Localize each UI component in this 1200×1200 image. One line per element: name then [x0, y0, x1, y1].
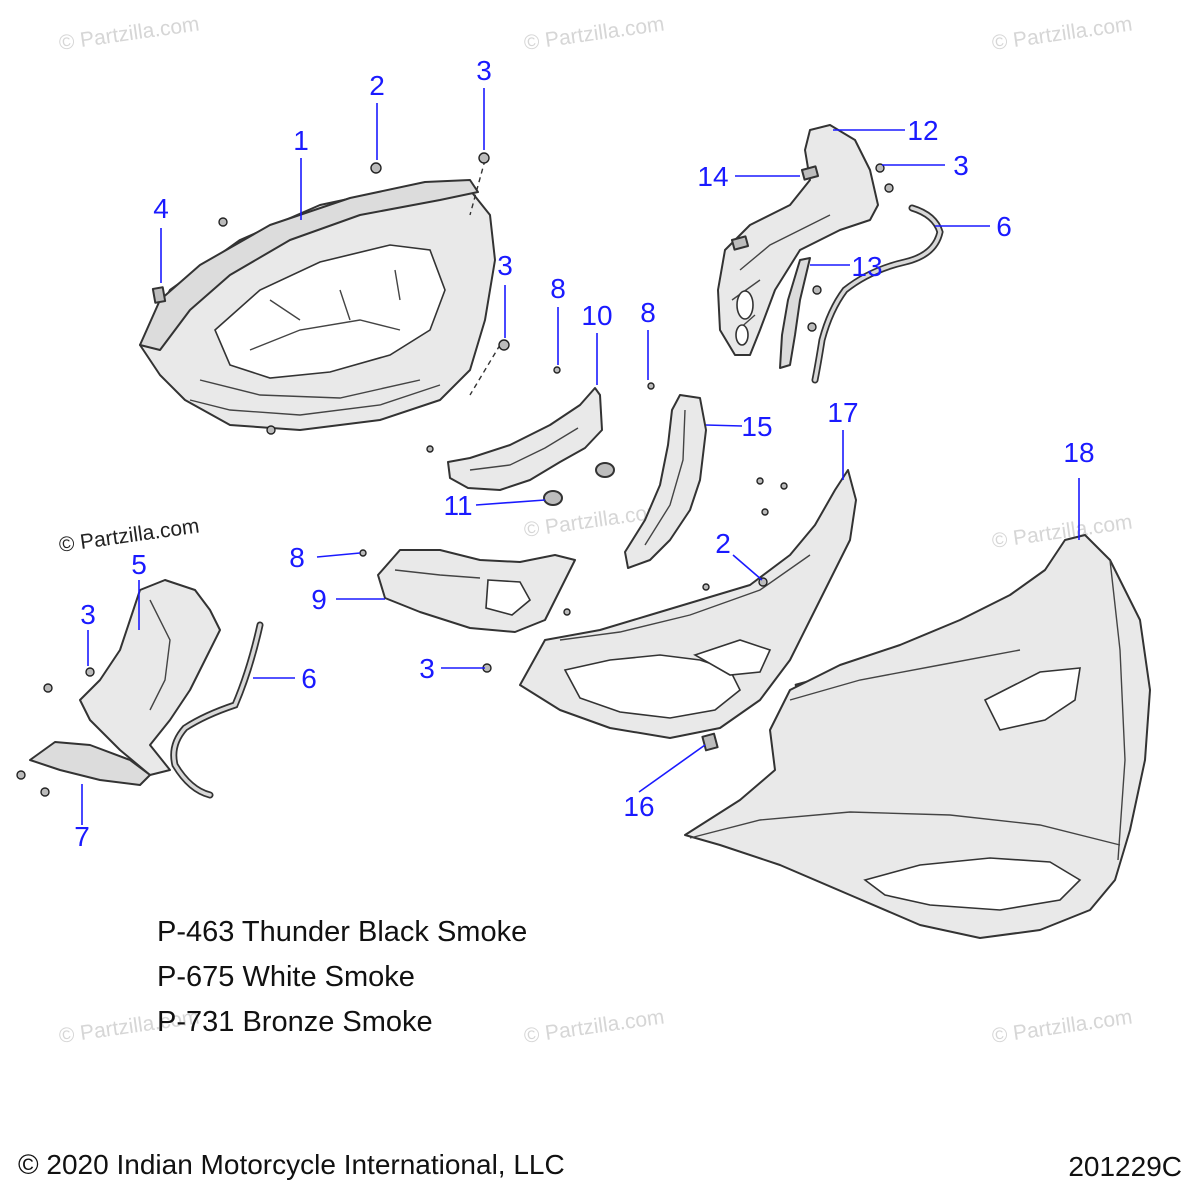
- legend-line: P-675 White Smoke: [157, 961, 415, 993]
- legend-line: P-731 Bronze Smoke: [157, 1006, 433, 1038]
- callout-2[interactable]: 2: [715, 528, 731, 559]
- callout-15[interactable]: 15: [741, 411, 772, 442]
- watermark: © Partzilla.com: [990, 12, 1133, 54]
- callout-5[interactable]: 5: [131, 549, 147, 580]
- callout-14[interactable]: 14: [697, 161, 728, 192]
- lower-fairing-17-part: [482, 469, 857, 739]
- callout-3[interactable]: 3: [476, 55, 492, 86]
- callout-8[interactable]: 8: [289, 542, 305, 573]
- watermark: © Partzilla.com: [522, 1005, 665, 1047]
- legend-line: P-463 Thunder Black Smoke: [157, 916, 527, 948]
- callout-16[interactable]: 16: [623, 791, 654, 822]
- diagram-code: 201229C: [1068, 1151, 1182, 1182]
- color-legend: P-463 Thunder Black Smoke P-675 White Sm…: [157, 916, 527, 1038]
- callout-17[interactable]: 17: [827, 397, 858, 428]
- vertical-bracket-15-part: [624, 394, 707, 569]
- callout-7[interactable]: 7: [74, 821, 90, 852]
- leader-lines: [81, 88, 1080, 825]
- callout-3[interactable]: 3: [497, 250, 513, 281]
- callout-4[interactable]: 4: [153, 193, 169, 224]
- callout-8[interactable]: 8: [550, 273, 566, 304]
- footer: © 2020 Indian Motorcycle International, …: [18, 1149, 1182, 1182]
- callout-12[interactable]: 12: [907, 115, 938, 146]
- callouts: 1 2 3 3 4 8 10 8 11 15 12 3 14 13 6 17 1…: [74, 55, 1094, 852]
- callout-9[interactable]: 9: [311, 584, 327, 615]
- lower-left-bracket-part: [16, 579, 264, 799]
- callout-1[interactable]: 1: [293, 125, 309, 156]
- callout-6[interactable]: 6: [301, 663, 317, 694]
- callout-3[interactable]: 3: [80, 599, 96, 630]
- callout-18[interactable]: 18: [1063, 437, 1094, 468]
- watermark: © Partzilla.com: [57, 514, 200, 556]
- callout-3[interactable]: 3: [419, 653, 435, 684]
- watermark: © Partzilla.com: [57, 12, 200, 54]
- callout-2[interactable]: 2: [369, 70, 385, 101]
- watermark: © Partzilla.com: [990, 1005, 1133, 1047]
- callout-13[interactable]: 13: [851, 251, 882, 282]
- callout-3[interactable]: 3: [953, 150, 969, 181]
- upper-right-bracket-part: [717, 124, 944, 384]
- copyright-text: © 2020 Indian Motorcycle International, …: [18, 1149, 565, 1180]
- callout-10[interactable]: 10: [581, 300, 612, 331]
- callout-6[interactable]: 6: [996, 211, 1012, 242]
- callout-11[interactable]: 11: [443, 490, 472, 521]
- bracket-10-part: [426, 366, 655, 491]
- callout-8[interactable]: 8: [640, 297, 656, 328]
- inner-fairing-part: [139, 152, 510, 435]
- outer-fairing-18-part: [684, 534, 1151, 939]
- duct-9-part: [359, 549, 576, 633]
- watermark: © Partzilla.com: [522, 12, 665, 54]
- grommet-part: [543, 462, 615, 506]
